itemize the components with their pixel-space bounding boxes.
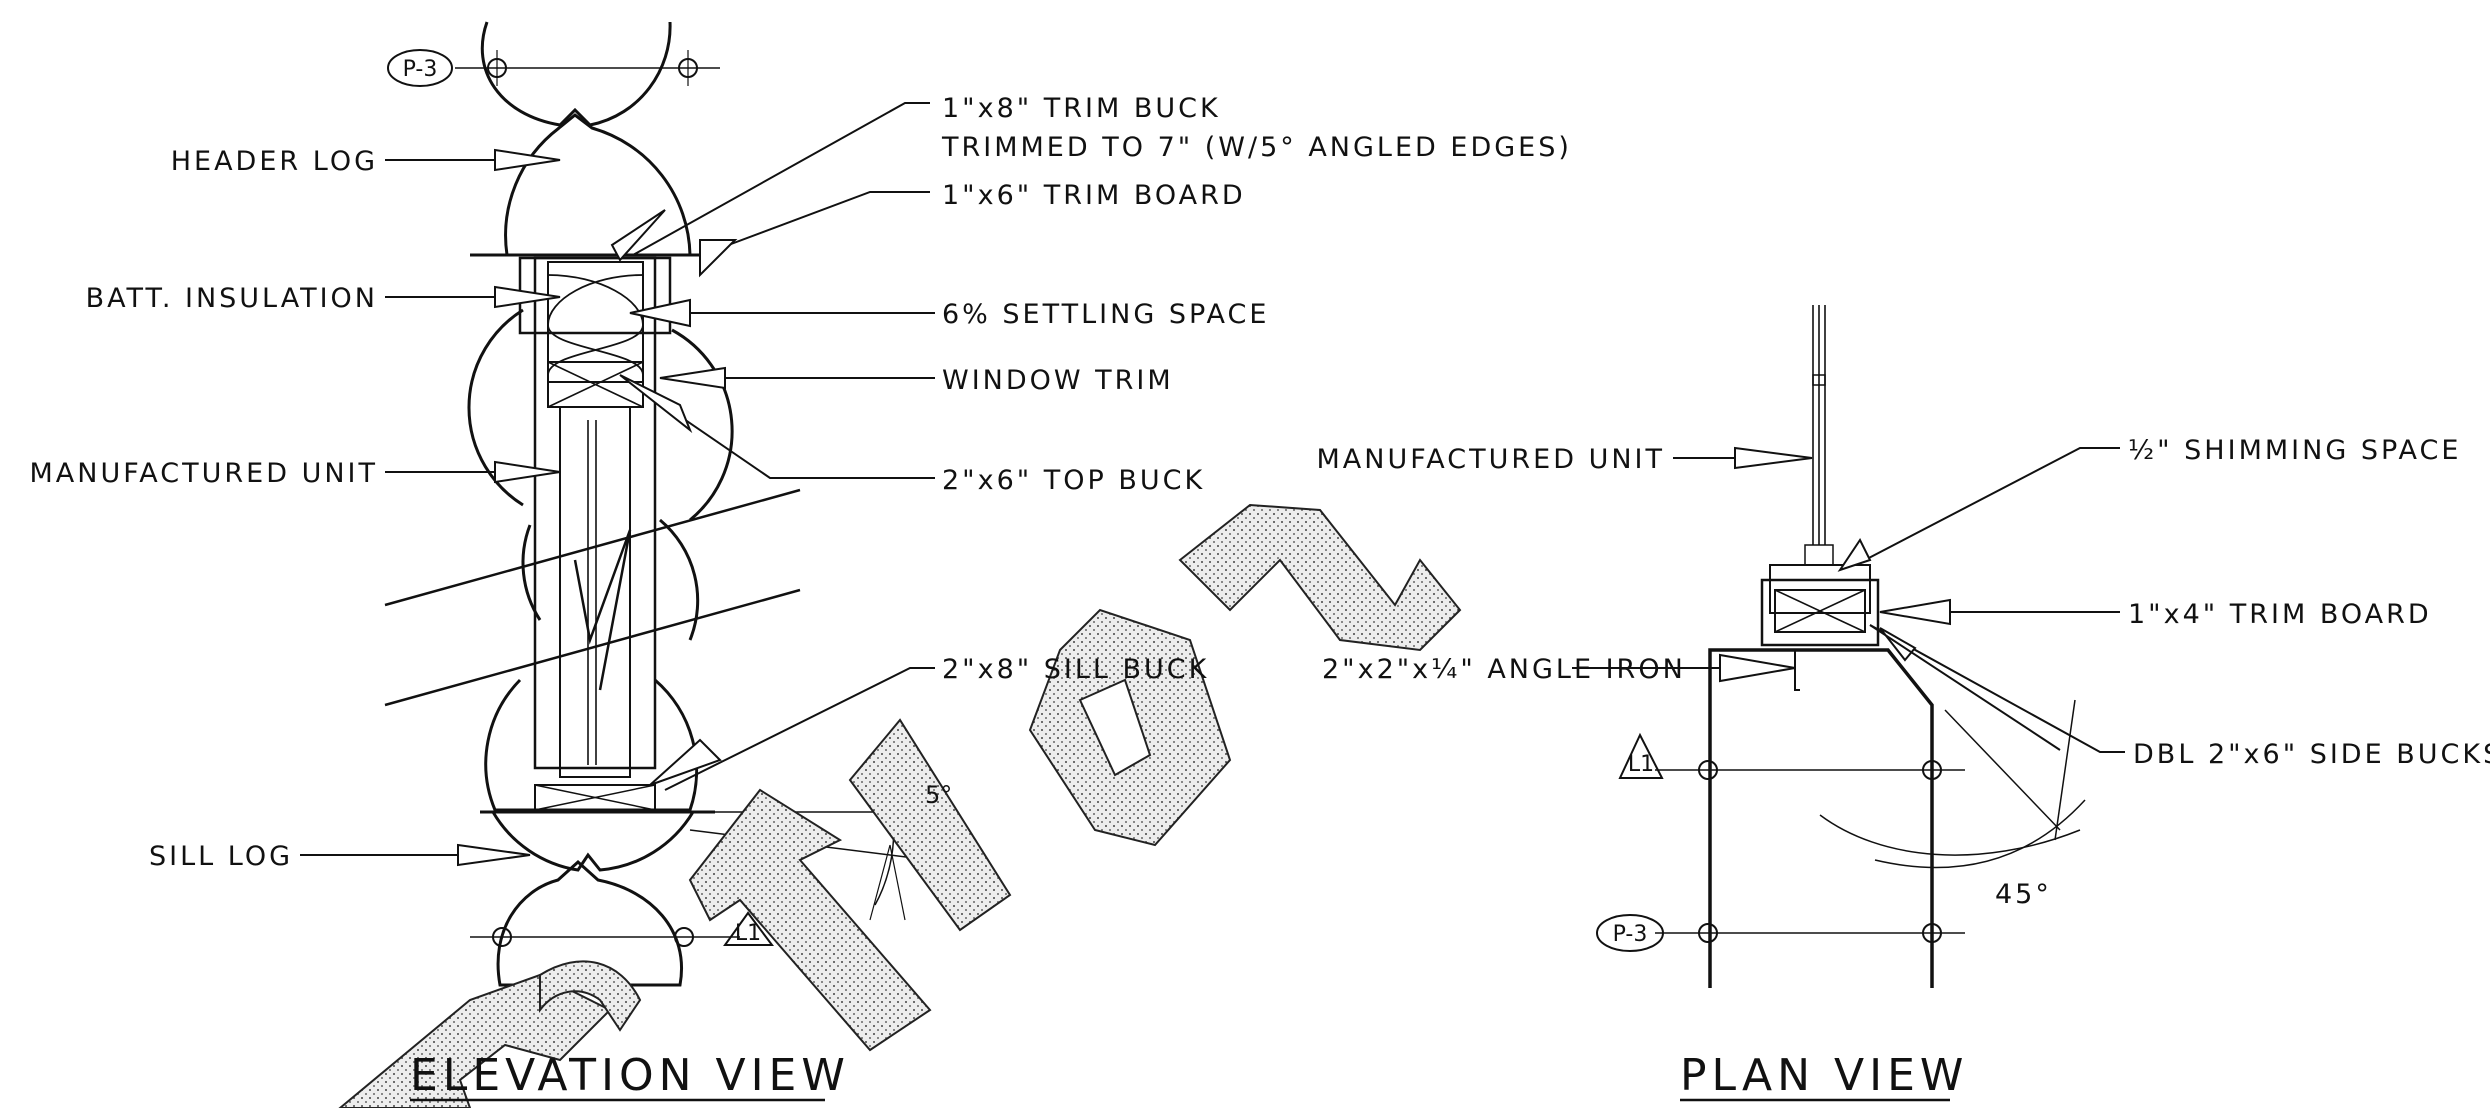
label-header-log: HEADER LOG [171,146,378,177]
label-trimmed-to: TRIMMED TO 7" (W/5° ANGLED EDGES) [941,132,1572,163]
label-sill-log: SILL LOG [149,841,293,872]
plan-label-angle-iron: 2"x2"x¼" ANGLE IRON [1322,654,1686,685]
label-trim-buck: 1"x8" TRIM BUCK [942,93,1221,124]
plan-label-shimming-space: ½" SHIMMING SPACE [2128,435,2461,466]
label-batt-insulation: BATT. INSULATION [86,283,378,314]
label-manufactured-unit: MANUFACTURED UNIT [30,458,379,489]
elevation-leaders [300,103,935,865]
plan-label-trim-board: 1"x4" TRIM BOARD [2128,599,2432,630]
plan-label-side-bucks: DBL 2"x6" SIDE BUCKS [2133,739,2490,770]
top-log [482,22,670,125]
elevation-view-title: ELEVATION VIEW [410,1050,850,1101]
watermark [340,505,1460,1108]
label-window-trim: WINDOW TRIM [942,365,1174,396]
watermark-letter-i [850,720,1010,930]
plan-view-title: PLAN VIEW [1680,1050,1968,1101]
angle-45-label: 45° [1995,879,2052,910]
label-trim-board: 1"x6" TRIM BOARD [942,180,1246,211]
angle-5-label: 5° [925,781,952,809]
label-top-buck: 2"x6" TOP BUCK [942,465,1205,496]
plan-grid-bubble-label: P-3 [1613,922,1648,947]
label-sill-buck: 2"x8" SILL BUCK [942,654,1209,685]
label-settling-space: 6% SETTLING SPACE [942,299,1269,330]
right-log-arc [672,330,732,520]
plan-text: MANUFACTURED UNIT ½" SHIMMING SPACE 1"x4… [1317,435,2490,1101]
header-log [506,115,690,255]
plan-section-mark-label: L1 [1628,752,1654,777]
plan-leaders [1572,448,2125,752]
grid-bubble-label: P-3 [403,57,438,82]
header-log-arrow [495,150,560,170]
watermark-letter-n [1180,505,1460,650]
lower-log [486,680,697,810]
plan-label-manufactured-unit: MANUFACTURED UNIT [1317,444,1666,475]
sill-log [493,812,693,870]
section-mark-label: L1 [735,921,761,946]
watermark-letter-o [1030,610,1230,845]
elevation-view [385,22,930,985]
